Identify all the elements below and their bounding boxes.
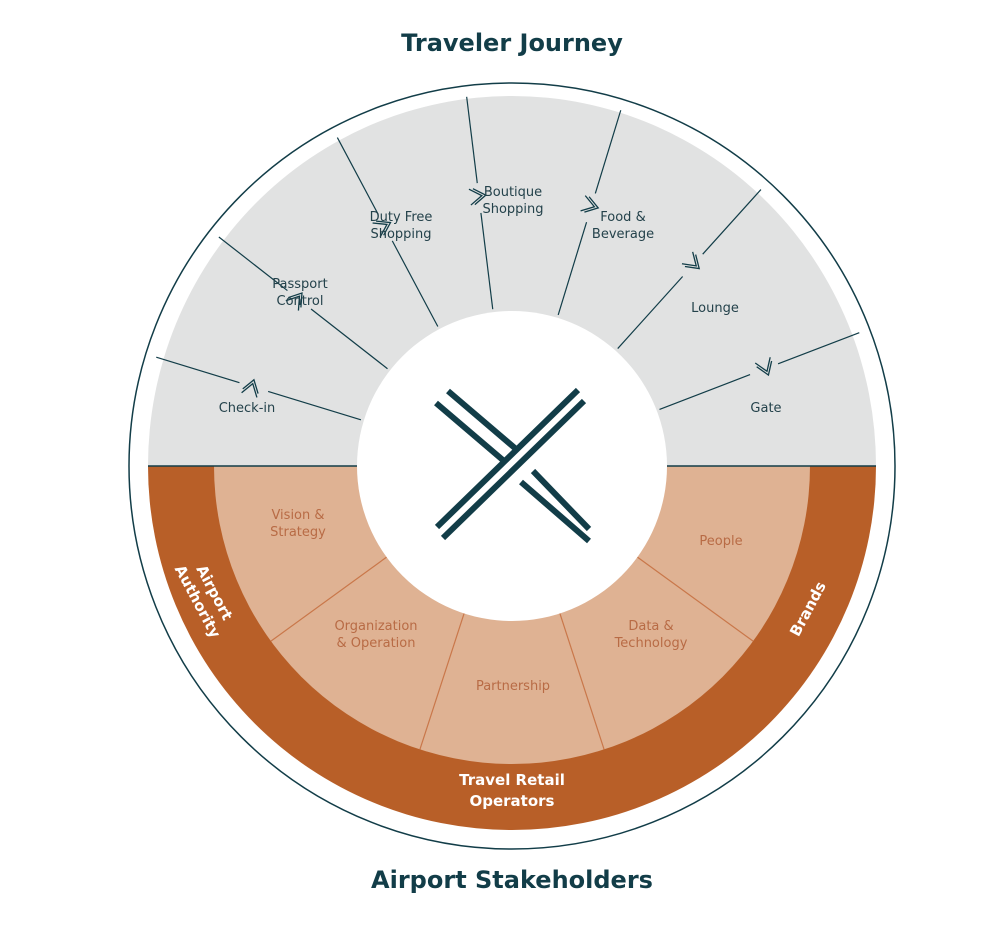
journey-half [148, 96, 876, 466]
capability-label: Organization [334, 619, 417, 634]
capability-label: Data & [628, 619, 673, 634]
chevron-right-icon [580, 195, 600, 213]
stakeholder-label: Operators [470, 792, 555, 810]
journey-divider [156, 356, 240, 384]
journey-divider [466, 96, 478, 184]
journey-divider [777, 332, 860, 365]
journey-divider [267, 390, 362, 421]
chevron-right-icon [285, 292, 303, 311]
capability-divider [637, 556, 754, 642]
journey-stage-label: Passport [272, 277, 327, 292]
capability-divider [559, 613, 605, 750]
outer-ring [128, 82, 896, 850]
x-mark-logo-icon [434, 387, 592, 544]
chevron-right-icon [372, 220, 392, 238]
journey-divider [702, 189, 762, 255]
journey-stage-label: Shopping [482, 202, 543, 217]
capability-divider [270, 556, 387, 642]
journey-arrows [241, 188, 773, 398]
capability-label: & Operation [337, 636, 416, 651]
segment-dividers [148, 96, 876, 750]
journey-divider [480, 212, 494, 310]
capability-label: Technology [614, 636, 688, 651]
chevron-right-icon [468, 188, 487, 206]
center-circle [357, 311, 667, 621]
diagram-subtitle: Airport Stakeholders [371, 866, 653, 894]
chevron-right-icon [241, 378, 259, 398]
journey-stage-label: Gate [750, 401, 781, 416]
capability-label: Vision & [271, 508, 324, 523]
journey-divider [336, 137, 379, 215]
journey-stage-label: Food & [600, 210, 645, 225]
journey-stage-label: Boutique [484, 185, 542, 200]
journey-divider [617, 276, 684, 349]
capability-label: Partnership [476, 679, 550, 694]
journey-divider [218, 236, 288, 292]
journey-divider [557, 221, 588, 316]
capability-divider [419, 613, 465, 750]
capability-label: Strategy [270, 525, 326, 540]
capability-label: People [699, 534, 742, 549]
wheel-background [148, 96, 876, 830]
journey-stage-label: Control [277, 294, 324, 309]
journey-stage-label: Lounge [691, 301, 739, 316]
chevron-right-icon [681, 251, 701, 270]
stakeholder-label: Travel Retail [459, 771, 565, 789]
journey-divider [310, 308, 388, 370]
journey-stage-label: Duty Free [370, 210, 433, 225]
chevron-right-icon [754, 357, 773, 377]
journey-stage-label: Check-in [219, 401, 276, 416]
journey-divider [594, 110, 622, 194]
journey-divider [391, 240, 439, 327]
journey-stage-label: Shopping [370, 227, 431, 242]
journey-divider [659, 374, 751, 410]
journey-stage-label: Beverage [592, 227, 654, 242]
diagram-title: Traveler Journey [401, 29, 623, 57]
